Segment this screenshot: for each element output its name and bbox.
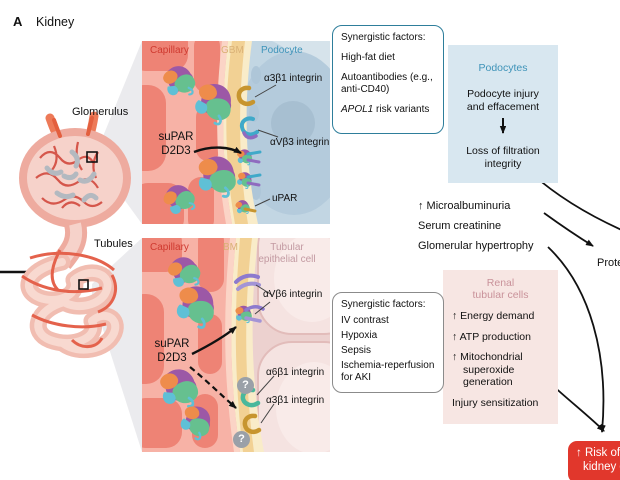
a6b1-integrin-label: α6β1 integrin <box>266 367 325 378</box>
a3b1-integrin-icon <box>242 413 262 435</box>
bm-zone-label: BM <box>223 242 238 253</box>
factor-item: Ischemia-reperfusion for AKI <box>341 360 435 383</box>
label-connectors <box>254 284 275 424</box>
renal-item: ↑ ATP production <box>452 330 531 343</box>
factor-item: High-fat diet <box>341 52 395 63</box>
factor-item: Autoantibodies (e.g., anti-CD40) <box>341 72 433 95</box>
risk-of-kidney-disease-box: ↑ Risk of kidney disease <box>568 441 620 480</box>
podocytes-box-title: Podocytes <box>478 62 528 74</box>
capillary-zone-label: Capillary <box>150 45 189 56</box>
glomerular-outcomes: ↑ Microalbuminuria Serum creatinine Glom… <box>418 200 534 253</box>
risk-box-line: ↑ Risk of <box>576 447 620 459</box>
arrow-glomerular-to-risk-icon <box>547 246 606 433</box>
factor-item: IV contrast <box>341 315 389 326</box>
a3b1-integrin-label: α3β1 integrin <box>266 395 325 406</box>
renal-item: ↑ Mitochondrial superoxide generation <box>452 351 523 388</box>
renal-item: ↑ Energy demand <box>452 310 535 322</box>
renal-item: Injury sensitization <box>452 396 539 409</box>
factor-item: Hypoxia <box>341 330 378 341</box>
avb3-integrin-label: αVβ3 integrin <box>270 137 330 148</box>
renal-tubular-cells-box: Renal tubular cells ↑ Energy demand ↑ AT… <box>443 270 558 424</box>
supar-binding-arrow-icon <box>191 326 237 356</box>
tubular-cell-zone-label: Tubular epithelial cell <box>258 242 316 265</box>
supar-bound-avb3-icon <box>234 170 262 190</box>
filtration-loss-step: Loss of filtration integrity <box>466 145 540 170</box>
renal-box-title: Renal tubular cells <box>472 277 529 301</box>
question-mark-icon: ? <box>237 377 254 394</box>
tubules-icon <box>20 249 124 359</box>
a3b1-integrin-icon <box>236 85 256 107</box>
avb3-integrin-icon <box>239 116 259 140</box>
panel-letter: A <box>13 14 23 29</box>
box-title: Synergistic factors: <box>341 32 426 43</box>
synergistic-factors-glomerular-box: Synergistic factors: High-fat diet Autoa… <box>332 25 444 134</box>
upar-icon <box>234 198 257 216</box>
avb6-integrin-label: αVβ6 integrin <box>263 289 323 300</box>
down-arrow-icon <box>499 118 507 134</box>
avb6-integrin-icon <box>234 273 261 291</box>
podocyte-injury-step: Podocyte injury and effacement <box>466 88 540 113</box>
synergistic-factors-tubular-box: Synergistic factors: IV contrast Hypoxia… <box>332 292 444 393</box>
podocyte-nucleus-icon <box>271 101 315 145</box>
supar-binding-arrow-icon <box>193 146 242 155</box>
glomerulus-detail-panel: Capillary GBM Podocyte α3β1 integrin αVβ… <box>126 27 352 235</box>
tubule-detail-panel: Capillary BM Tubular epithelial cell αVβ… <box>126 211 359 477</box>
outcome-item: ↑ Microalbuminuria <box>418 200 511 212</box>
nephron-illustration <box>19 111 131 359</box>
glomerulus-label: Glomerulus <box>72 106 129 118</box>
label-connectors <box>254 84 279 207</box>
zoom-marker-glomerulus <box>86 151 98 163</box>
podocyte-zone-label: Podocyte <box>261 45 303 56</box>
factor-item: Sepsis <box>341 345 372 356</box>
glomerulus-icon <box>19 111 131 270</box>
gene-name: APOL1 <box>341 104 374 115</box>
podocytes-box: Podocytes Podocyte injury and effacement… <box>448 45 558 183</box>
factor-item: APOL1 risk variants <box>341 104 430 115</box>
endothelial-cells-icon <box>126 226 224 448</box>
tubules-label: Tubules <box>94 238 133 250</box>
arrow-tubular-to-risk-icon <box>550 383 605 432</box>
gbm-zone-label: GBM <box>221 45 244 56</box>
outcome-item: Glomerular hypertrophy <box>418 240 534 252</box>
capillary-zone-label: Capillary <box>150 242 189 253</box>
supar-d2d3-label: suPAR D2D3 <box>154 338 190 364</box>
risk-box-line: kidney disease <box>583 461 620 473</box>
supar-bound-avb3-icon <box>236 148 262 166</box>
a3b1-integrin-label: α3β1 integrin <box>264 73 323 84</box>
glomerulus-panel-art <box>126 27 352 235</box>
figure-title: Kidney <box>36 15 75 29</box>
upar-label: uPAR <box>272 193 298 204</box>
zoom-marker-tubule <box>78 279 89 290</box>
outcome-item: Serum creatinine <box>418 220 502 232</box>
supar-putative-binding-arrow-icon <box>189 366 237 409</box>
arrow-to-proteinuria-icon <box>543 212 594 247</box>
supar-d2d3-label: suPAR D2D3 <box>158 131 194 157</box>
question-mark-icon: ? <box>233 431 250 448</box>
box-title: Synergistic factors: <box>341 299 426 310</box>
proteinuria-label: Proteinuria <box>597 257 620 269</box>
